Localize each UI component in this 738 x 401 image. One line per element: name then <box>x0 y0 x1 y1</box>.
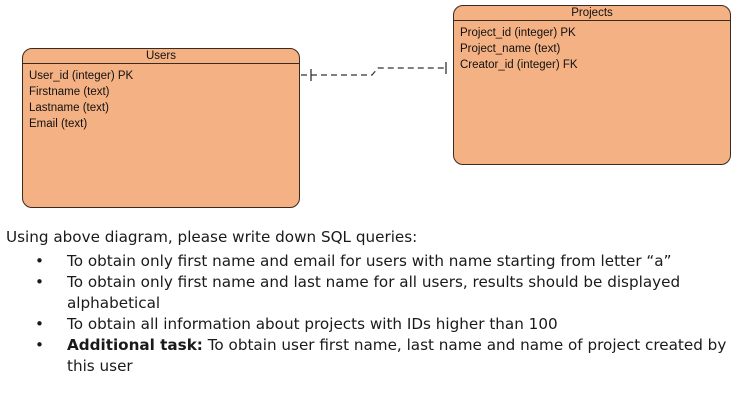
bullet: • <box>35 273 44 291</box>
entity-fields: Project_id (integer) PK Project_name (te… <box>454 21 730 73</box>
bullet: • <box>35 315 44 333</box>
field-creator-id: Creator_id (integer) FK <box>460 59 578 71</box>
task-item: • Additional task: To obtain user first n… <box>6 335 734 377</box>
entity-users: Users User_id (integer) PK Firstname (te… <box>22 48 300 208</box>
task-item: • To obtain only first name and email for… <box>6 251 734 272</box>
field-firstname: Firstname (text) <box>29 86 110 98</box>
entity-title: Users <box>23 49 299 64</box>
task-item: • To obtain only first name and last name… <box>6 272 734 314</box>
task-item-text: To obtain user first name, last name and… <box>67 336 727 375</box>
entity-fields: User_id (integer) PK Firstname (text) La… <box>23 64 299 132</box>
task-section: Using above diagram, please write down S… <box>6 227 734 377</box>
task-intro: Using above diagram, please write down S… <box>6 228 418 246</box>
task-item-text: To obtain only first name and last name … <box>67 273 681 312</box>
field-lastname: Lastname (text) <box>29 102 109 114</box>
entity-projects: Projects Project_id (integer) PK Project… <box>453 5 731 165</box>
field-project-id: Project_id (integer) PK <box>460 27 576 39</box>
field-project-name: Project_name (text) <box>460 43 561 55</box>
bullet: • <box>35 336 44 354</box>
relationship-line <box>301 67 445 76</box>
task-item-text: To obtain all information about projects… <box>67 315 558 333</box>
bullet: • <box>35 252 44 270</box>
entity-title: Projects <box>454 6 730 21</box>
relationship-connector <box>301 62 447 81</box>
field-email: Email (text) <box>29 118 88 130</box>
task-list: • To obtain only first name and email for… <box>6 251 734 377</box>
task-item: • To obtain all information about project… <box>6 314 734 335</box>
task-item-text: To obtain only first name and email for … <box>67 252 672 270</box>
task-item-bold: Additional task: <box>67 336 203 354</box>
field-user-id: User_id (integer) PK <box>29 70 134 82</box>
